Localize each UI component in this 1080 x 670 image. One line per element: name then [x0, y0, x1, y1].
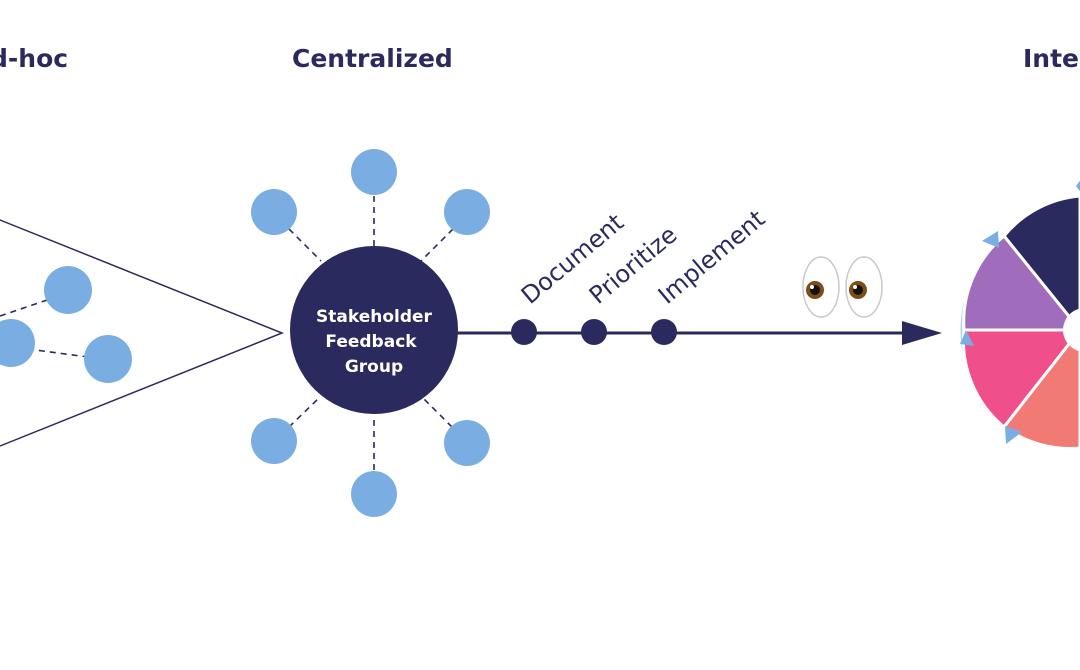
heading-centralized: Centralized: [292, 44, 453, 73]
ad-hoc-section: [0, 219, 285, 447]
cycle-arrow: [1076, 180, 1080, 192]
cycle-core: [1063, 308, 1080, 352]
hub-circle: [290, 246, 458, 414]
cycle-arrow: [960, 330, 974, 346]
step-dot-prioritize: [581, 319, 607, 345]
eyes-emoji: [802, 256, 883, 318]
spoke-line: [422, 397, 453, 428]
integrated-cycle-wheel: [960, 180, 1080, 450]
ad-hoc-node: [0, 319, 35, 367]
satellite-node: [351, 471, 397, 517]
ad-hoc-node: [84, 335, 132, 383]
cycle-segment-purple: [962, 233, 1080, 332]
satellite-node: [444, 189, 490, 235]
hub-label-line-2: Feedback: [325, 332, 417, 352]
step-label-implement: Implement: [653, 205, 771, 310]
hub-label-line-3: Group: [345, 357, 403, 377]
step-dot-document: [511, 319, 537, 345]
spoke-line: [420, 228, 454, 262]
satellite-node: [251, 418, 297, 464]
satellite-node: [351, 149, 397, 195]
ad-hoc-node: [44, 266, 92, 314]
satellite-node: [444, 420, 490, 466]
step-dot-implement: [651, 319, 677, 345]
arrow-head: [902, 321, 942, 345]
cycle-arrow: [982, 231, 999, 248]
spoke-line: [288, 228, 322, 262]
ad-hoc-funnel: [0, 219, 285, 447]
centralized-section: Stakeholder Feedback Group: [251, 149, 490, 517]
ad-hoc-link: [27, 348, 89, 358]
cycle-arrow: [1005, 426, 1022, 444]
hub-label-line-1: Stakeholder: [316, 307, 433, 327]
heading-ad-hoc: d-hoc: [0, 44, 68, 73]
satellite-node: [251, 189, 297, 235]
spoke-line: [288, 396, 321, 428]
cycle-segment-navy: [1002, 194, 1080, 333]
heading-integrated: Inte: [1023, 44, 1079, 73]
